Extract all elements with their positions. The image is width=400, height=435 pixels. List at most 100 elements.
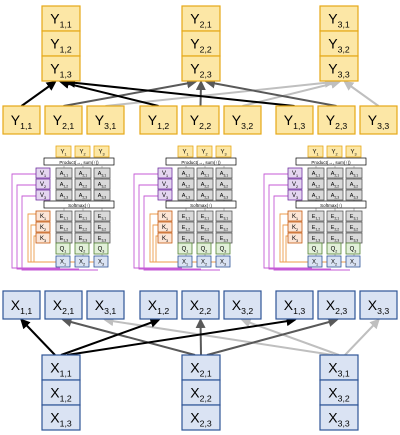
query-1-label: Q1 xyxy=(312,247,319,254)
attention-e-3-1: E1,3 xyxy=(177,232,195,244)
value-3: V3 xyxy=(35,189,51,201)
value-1-box xyxy=(157,167,173,179)
key-2-label: K2 xyxy=(162,225,168,232)
attention-a-1-3: A3,1 xyxy=(215,167,233,179)
query-1: Q1 xyxy=(55,242,71,255)
product-bar: Product(→, sum(↑)) xyxy=(165,157,237,166)
attention-a-2-2: A2,2 xyxy=(74,178,92,190)
attention-a-3-3: A3,3 xyxy=(345,189,363,201)
mini-input-2-label: X2 xyxy=(331,260,337,267)
output-stack-2-cell-3: Y2,3 xyxy=(181,55,221,82)
input-stack-3-cell-2-box xyxy=(319,379,359,406)
query-2: Q2 xyxy=(326,242,342,255)
mini-input-1-box xyxy=(55,255,71,268)
output-arrow-8 xyxy=(205,78,337,107)
attention-a-1-1-label: A1,1 xyxy=(312,171,321,178)
attention-e-2-3-box xyxy=(215,221,233,233)
attention-a-1-2-box xyxy=(326,167,344,179)
attention-e-1-3-label: E3,1 xyxy=(220,214,229,221)
output-arrow-7 xyxy=(65,77,295,107)
attention-a-3-3: A3,3 xyxy=(215,189,233,201)
value-3-label: V3 xyxy=(162,193,168,200)
output-stack-3-cell-2: Y3,2 xyxy=(319,30,359,57)
output-stack-2-cell-2-label: Y2,2 xyxy=(190,36,212,55)
attention-a-3-2-box xyxy=(196,189,214,201)
attention-a-3-2: A2,3 xyxy=(326,189,344,201)
input-token-3-box xyxy=(86,290,125,320)
attention-a-3-1-box xyxy=(307,189,325,201)
input-token-2-box xyxy=(44,290,83,320)
attention-a-3-3-box xyxy=(215,189,233,201)
attention-a-3-2-label: A2,3 xyxy=(201,193,210,200)
output-stack-2-cell-1: Y2,1 xyxy=(181,5,221,32)
mini-output-1: Y1 xyxy=(177,145,194,158)
attention-e-2-3-label: E3,2 xyxy=(350,225,359,232)
output-stack-3-cell-3-box xyxy=(319,55,359,82)
input-token-7: X1,3 xyxy=(275,290,314,320)
mini-output-1: Y1 xyxy=(307,145,324,158)
attention-a-2-2-box xyxy=(326,178,344,190)
output-stack-1-cell-3: Y1,3 xyxy=(41,55,81,82)
mini-output-1-label: Y1 xyxy=(312,150,318,157)
attention-a-1-1: A1,1 xyxy=(55,167,73,179)
attention-a-2-1: A1,2 xyxy=(307,178,325,190)
key-1-label: K1 xyxy=(292,214,298,221)
mini-output-1-box xyxy=(307,145,324,158)
input-stack-1-cell-2-label: X1,2 xyxy=(50,385,72,404)
attention-a-3-3-label: A3,3 xyxy=(220,193,229,200)
value-1-label: V1 xyxy=(292,171,298,178)
key-2-box xyxy=(287,221,303,233)
input-token-8: X2,3 xyxy=(317,290,356,320)
mini-output-2-label: Y2 xyxy=(201,150,207,157)
attention-a-2-1-label: A1,2 xyxy=(182,182,191,189)
value-1: V1 xyxy=(287,167,303,179)
attention-e-1-2-label: E2,1 xyxy=(201,214,210,221)
query-2-label: Q2 xyxy=(79,247,86,254)
input-arrow-4 xyxy=(60,317,161,356)
product-bar-label: Product(→, sum(↑)) xyxy=(181,160,221,165)
attention-e-3-2-label: E2,3 xyxy=(331,236,340,243)
attention-a-3-2-label: A2,3 xyxy=(79,193,88,200)
mini-output-1-label: Y1 xyxy=(182,150,188,157)
attention-e-2-2-label: E2,2 xyxy=(201,225,210,232)
value-3: V3 xyxy=(287,189,303,201)
product-bar-box xyxy=(165,157,237,166)
input-token-9: X3,3 xyxy=(359,290,398,320)
input-stack-1-cell-3-box xyxy=(41,404,81,431)
input-stack-2-cell-2: X2,2 xyxy=(181,379,221,406)
value-2: V2 xyxy=(35,178,51,190)
key-3-label: K3 xyxy=(162,236,168,243)
attention-e-1-1: E1,1 xyxy=(55,210,73,222)
attention-e-3-1: E1,3 xyxy=(307,232,325,244)
product-bar-box xyxy=(295,157,367,166)
attention-a-2-2-label: A2,2 xyxy=(201,182,210,189)
query-2-label: Q2 xyxy=(201,247,208,254)
key-3-box xyxy=(157,232,173,244)
value-3: V3 xyxy=(157,189,173,201)
softmax-bar: Softmax(↑) xyxy=(295,200,367,209)
attention-e-1-1-label: E1,1 xyxy=(312,214,321,221)
mini-output-3-box xyxy=(345,145,362,158)
value-1-box xyxy=(35,167,51,179)
input-token-7-box xyxy=(275,290,314,320)
key-1-label: K1 xyxy=(40,214,46,221)
attention-e-2-3: E3,2 xyxy=(345,221,363,233)
attention-a-1-2-label: A2,1 xyxy=(331,171,340,178)
mini-output-1-label: Y1 xyxy=(60,150,66,157)
attention-a-3-2-box xyxy=(326,189,344,201)
mini-output-3-label: Y3 xyxy=(220,150,226,157)
attention-a-2-1-label: A1,2 xyxy=(60,182,69,189)
value-1: V1 xyxy=(35,167,51,179)
attention-e-3-2: E2,3 xyxy=(196,232,214,244)
value-link-2 xyxy=(138,184,201,270)
input-token-1-label: X1,1 xyxy=(11,297,33,316)
output-token-3: Y3,1 xyxy=(86,105,125,135)
output-token-4-label: Y1,2 xyxy=(148,112,170,131)
output-token-3-label: Y3,1 xyxy=(95,112,117,131)
key-3-box xyxy=(35,232,51,244)
value-2-label: V2 xyxy=(40,182,46,189)
mini-input-2: X2 xyxy=(326,255,342,268)
output-token-6: Y3,2 xyxy=(223,105,262,135)
